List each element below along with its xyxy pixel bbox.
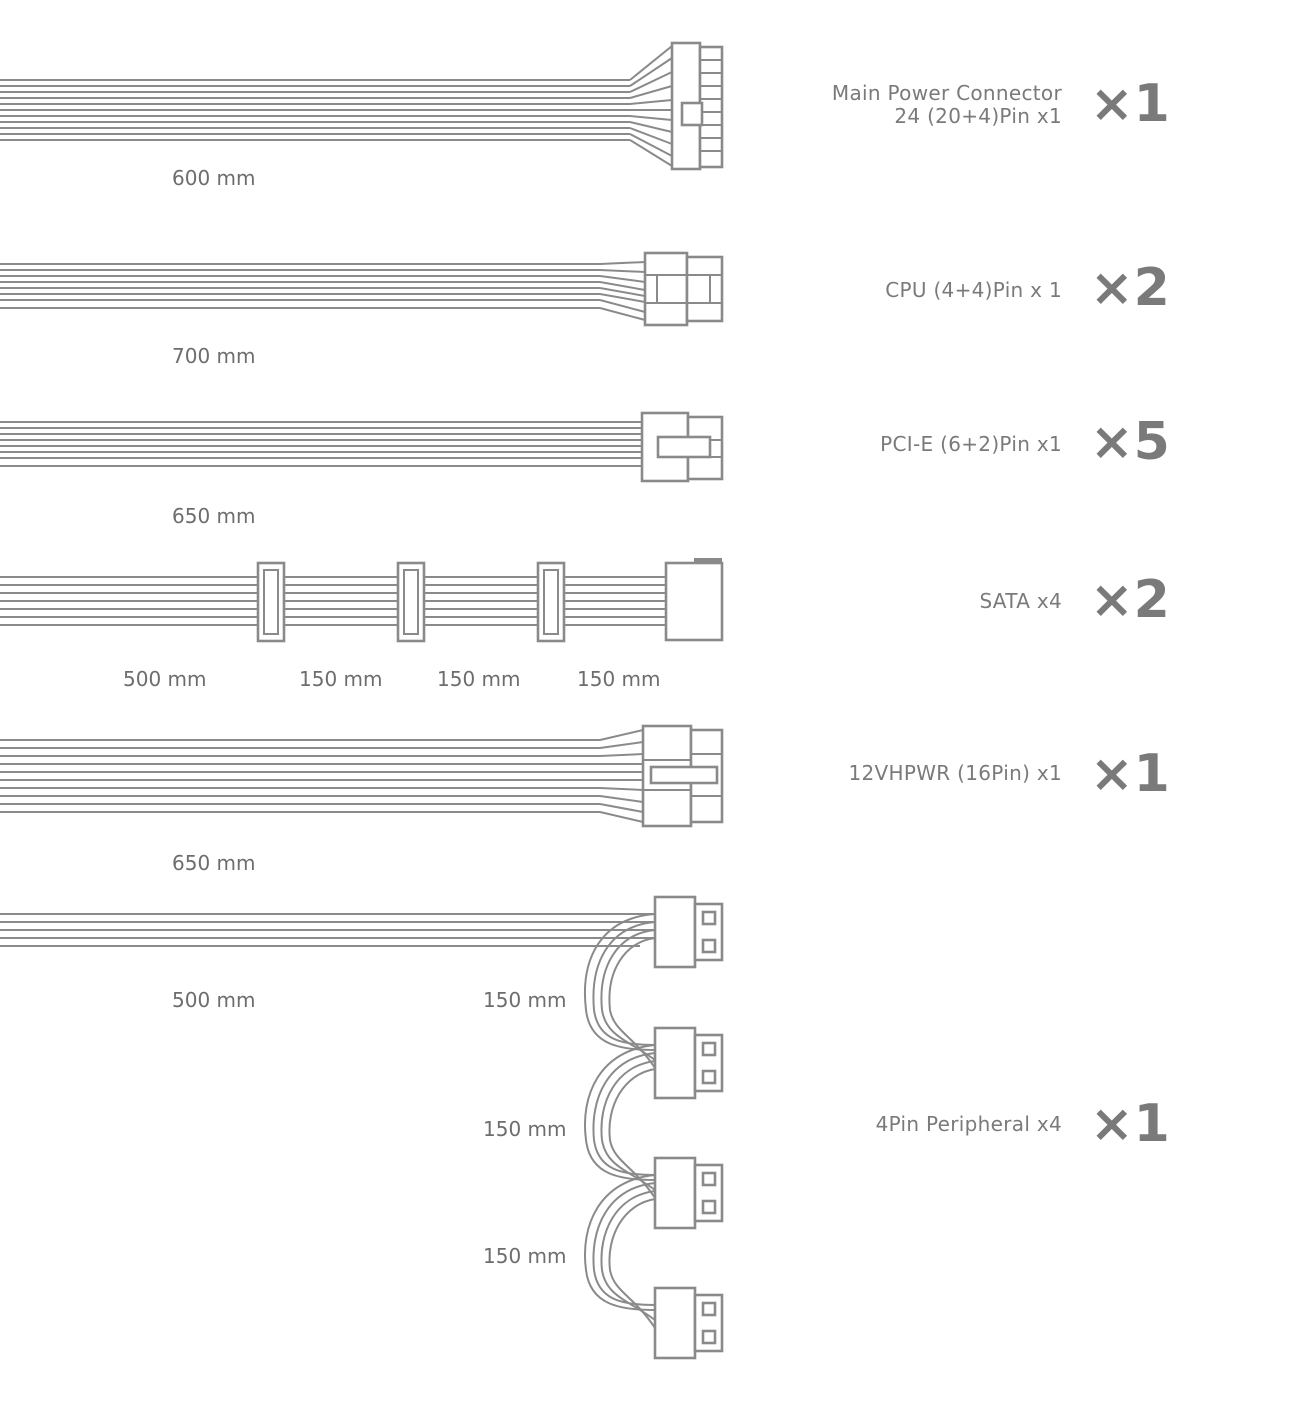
cable-name-main: Main Power Connector 24 (20+4)Pin x1 (832, 82, 1062, 128)
cable-name-peripheral: 4Pin Peripheral x4 (875, 1112, 1062, 1136)
sata-cable (0, 558, 724, 643)
cable-name-pcie: PCI-E (6+2)Pin x1 (880, 432, 1062, 456)
length-label: 150 mm (483, 1244, 567, 1268)
12vhpwr-cable (0, 724, 724, 828)
peripheral-cable (0, 895, 724, 1360)
quantity-badge: ×2 (1090, 570, 1170, 630)
length-label: 150 mm (437, 667, 521, 691)
pcie-cable (0, 411, 724, 483)
length-label: 150 mm (299, 667, 383, 691)
quantity-badge: ×2 (1090, 258, 1170, 318)
length-label: 650 mm (172, 851, 256, 875)
length-label: 150 mm (577, 667, 661, 691)
cable-name-line: Main Power Connector (831, 81, 1062, 105)
main-power-cable (0, 41, 724, 171)
length-label: 650 mm (172, 504, 256, 528)
length-label: 150 mm (483, 988, 567, 1012)
quantity-badge: ×1 (1090, 1094, 1170, 1154)
length-label: 500 mm (123, 667, 207, 691)
cable-name-12vhpwr: 12VHPWR (16Pin) x1 (848, 761, 1062, 785)
cpu-cable (0, 251, 724, 327)
quantity-badge: ×5 (1090, 412, 1170, 472)
quantity-badge: ×1 (1090, 74, 1170, 134)
length-label: 700 mm (172, 344, 256, 368)
length-label: 500 mm (172, 988, 256, 1012)
length-label: 600 mm (172, 166, 256, 190)
length-label: 150 mm (483, 1117, 567, 1141)
cable-name-cpu: CPU (4+4)Pin x 1 (885, 278, 1062, 302)
cable-name-sata: SATA x4 (979, 589, 1062, 613)
quantity-badge: ×1 (1090, 744, 1170, 804)
cable-name-line: 24 (20+4)Pin x1 (894, 104, 1062, 128)
